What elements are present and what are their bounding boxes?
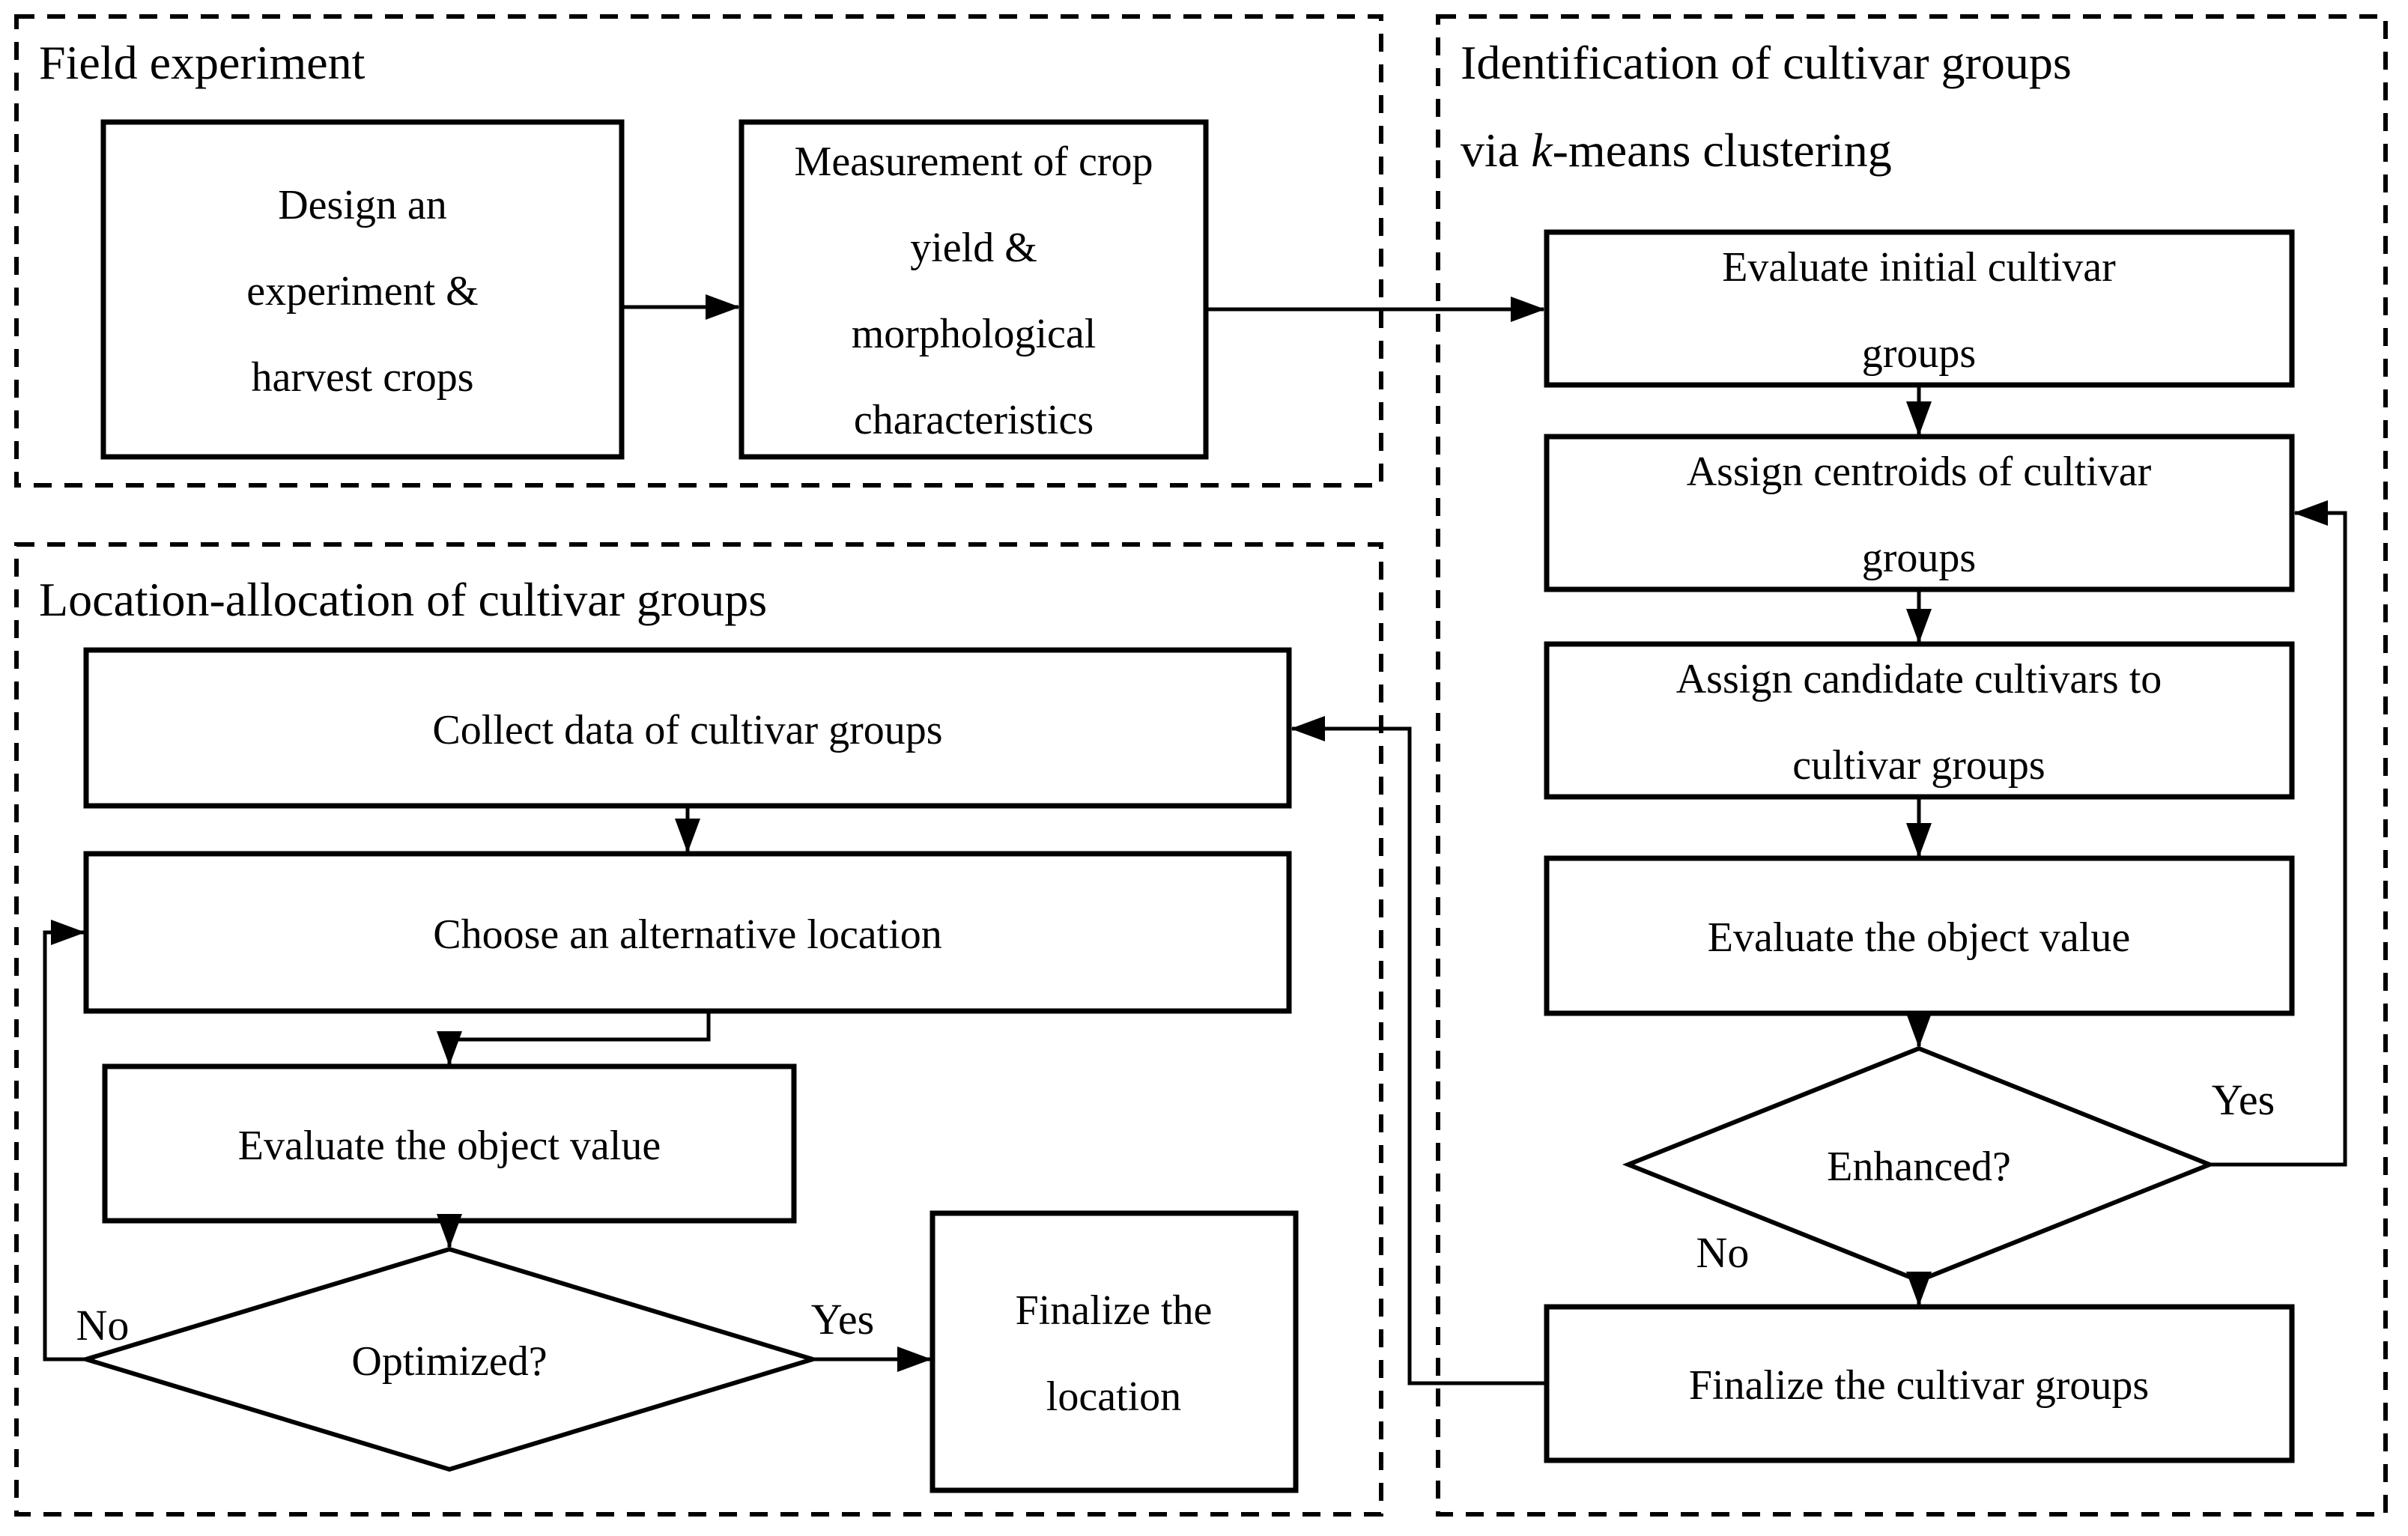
measurement-box <box>739 119 1209 460</box>
arrow-finalize-groups-to-collect-data <box>1291 716 1547 1385</box>
enhanced-no-label: No <box>1696 1228 1750 1277</box>
optimized-decision-label: Optimized? <box>351 1338 547 1385</box>
field-experiment-section-title: Field experiment <box>39 36 366 89</box>
measurement-label-line2: yield & <box>910 225 1037 271</box>
measurement-label-line4: characteristics <box>854 397 1094 443</box>
identification-section-border <box>1436 14 2388 1517</box>
assign-candidate-label-line2: cultivar groups <box>1792 742 2045 789</box>
optimized-no-label: No <box>76 1301 130 1350</box>
collect-data-box <box>83 647 1292 809</box>
identification-title-means: -means clustering <box>1553 124 1892 177</box>
evaluate-object-value-location-box <box>102 1063 797 1224</box>
measurement-label-line3: morphological <box>852 311 1097 357</box>
identification-title-via: via <box>1461 124 1531 177</box>
evaluate-object-value-location-label: Evaluate the object value <box>238 1123 661 1169</box>
optimized-yes-label: Yes <box>811 1295 874 1344</box>
evaluate-initial-groups-box <box>1544 229 2295 388</box>
identification-title-k: k <box>1531 124 1553 177</box>
finalize-location-box <box>929 1210 1299 1493</box>
assign-centroids-label-line2: groups <box>1862 535 1976 581</box>
design-experiment-label-line1: Design an <box>278 182 447 228</box>
choose-alternative-label: Choose an alternative location <box>433 911 942 958</box>
identification-section-title-line1: Identification of cultivar groups <box>1461 36 2072 89</box>
location-allocation-section-title: Location-allocation of cultivar groups <box>39 573 767 626</box>
measurement-label-line1: Measurement of crop <box>795 139 1153 185</box>
design-experiment-label-line3: harvest crops <box>251 354 473 401</box>
collect-data-label: Collect data of cultivar groups <box>432 707 942 753</box>
enhanced-yes-label: Yes <box>2212 1075 2275 1124</box>
field-experiment-section-border <box>14 14 1383 488</box>
evaluate-initial-groups-label-line2: groups <box>1862 330 1976 377</box>
optimized-decision-diamond <box>78 1246 821 1472</box>
enhanced-decision-label: Enhanced? <box>1827 1144 2011 1190</box>
assign-centroids-label-line1: Assign centroids of cultivar <box>1687 449 2152 495</box>
finalize-location-label-line2: location <box>1046 1373 1181 1420</box>
identification-section-title-line2: via k-means clustering <box>1461 124 1892 177</box>
evaluate-object-value-clustering-label: Evaluate the object value <box>1708 914 2130 961</box>
arrow-choose-alternative-to-evaluate-object <box>437 1011 711 1066</box>
finalize-cultivar-groups-label: Finalize the cultivar groups <box>1689 1362 2149 1409</box>
assign-candidate-label-line1: Assign candidate cultivars to <box>1676 656 2162 702</box>
arrow-enhanced-yes-loop-to-assign-centroids <box>2210 500 2347 1167</box>
location-allocation-section-border <box>14 542 1383 1517</box>
choose-alternative-box <box>83 851 1292 1014</box>
arrow-optimized-no-loop-to-choose-alternative <box>43 920 86 1362</box>
finalize-location-label-line1: Finalize the <box>1016 1287 1213 1334</box>
design-experiment-label-line2: experiment & <box>246 268 478 315</box>
design-experiment-box <box>100 119 625 460</box>
evaluate-initial-groups-label-line1: Evaluate initial cultivar <box>1722 244 2116 291</box>
